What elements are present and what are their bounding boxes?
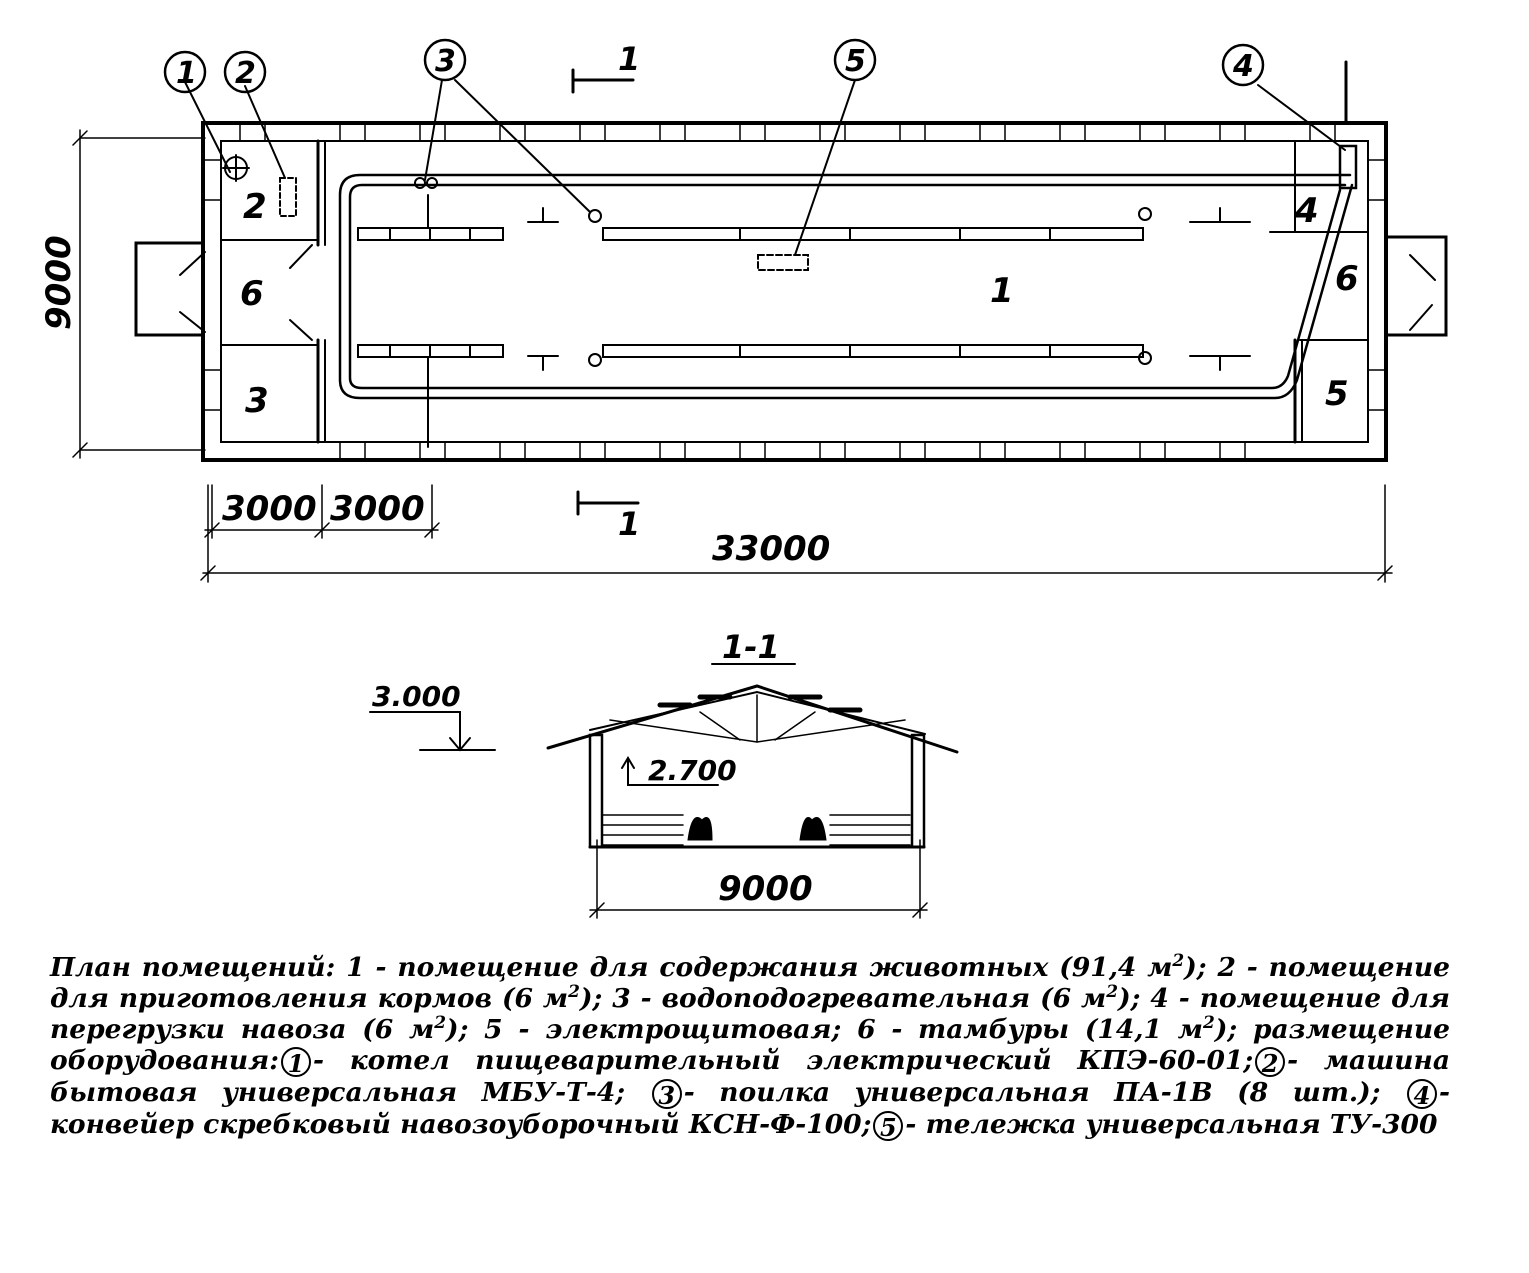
cart-symbol <box>757 254 809 271</box>
room-label-vestibule-right: 6 <box>1335 259 1359 299</box>
section-title: 1-1 <box>722 628 780 666</box>
callout-drinker-number: 3 <box>435 44 456 79</box>
room-label-boiler: 3 <box>245 381 269 421</box>
section-mark-bottom: 1 <box>618 505 640 543</box>
callout-boiler-number: 1 <box>176 56 197 91</box>
manure-channel <box>338 173 1354 400</box>
dimension-lines <box>72 129 1393 583</box>
caption-circle-1: 1 <box>281 1047 312 1078</box>
callout-washer-number: 2 <box>235 56 256 91</box>
level-eave: 2.700 <box>648 754 737 787</box>
dim-bay-2: 3000 <box>330 489 425 529</box>
section-mark-top: 1 <box>618 40 640 78</box>
callout-circles <box>163 38 1265 94</box>
conveyor-symbol <box>1338 144 1358 190</box>
dim-overall-width: 33000 <box>712 529 830 569</box>
room-label-feed: 2 <box>243 187 267 227</box>
level-ridge: 3.000 <box>372 680 461 713</box>
section-cut-marks <box>571 60 1348 516</box>
callout-leaders <box>184 79 1346 256</box>
room-label-manure: 4 <box>1294 191 1319 231</box>
room-label-vestibule-left: 6 <box>240 274 264 314</box>
washer-symbol <box>279 177 297 217</box>
callout-cart-number: 5 <box>845 44 866 79</box>
section-drawing <box>369 663 959 919</box>
building-outline <box>134 121 1448 462</box>
section-span-dim: 9000 <box>718 869 813 909</box>
caption-circle-3: 3 <box>651 1079 682 1110</box>
dim-bay-1: 3000 <box>222 489 317 529</box>
wall-windows <box>202 122 1387 461</box>
caption-circle-2: 2 <box>1255 1047 1286 1078</box>
room-label-electrical: 5 <box>1325 374 1349 414</box>
drinkers <box>414 177 1152 367</box>
figure-caption: План помещений: 1 - помещение для содерж… <box>50 951 1451 1142</box>
caption-circle-4: 4 <box>1407 1079 1437 1110</box>
caption-circle-5: 5 <box>873 1111 904 1142</box>
feeder-rows <box>357 194 1251 448</box>
callout-conveyor-number: 4 <box>1232 49 1254 84</box>
dim-overall-height: 9000 <box>39 235 79 330</box>
room-label-main: 1 <box>990 271 1014 311</box>
